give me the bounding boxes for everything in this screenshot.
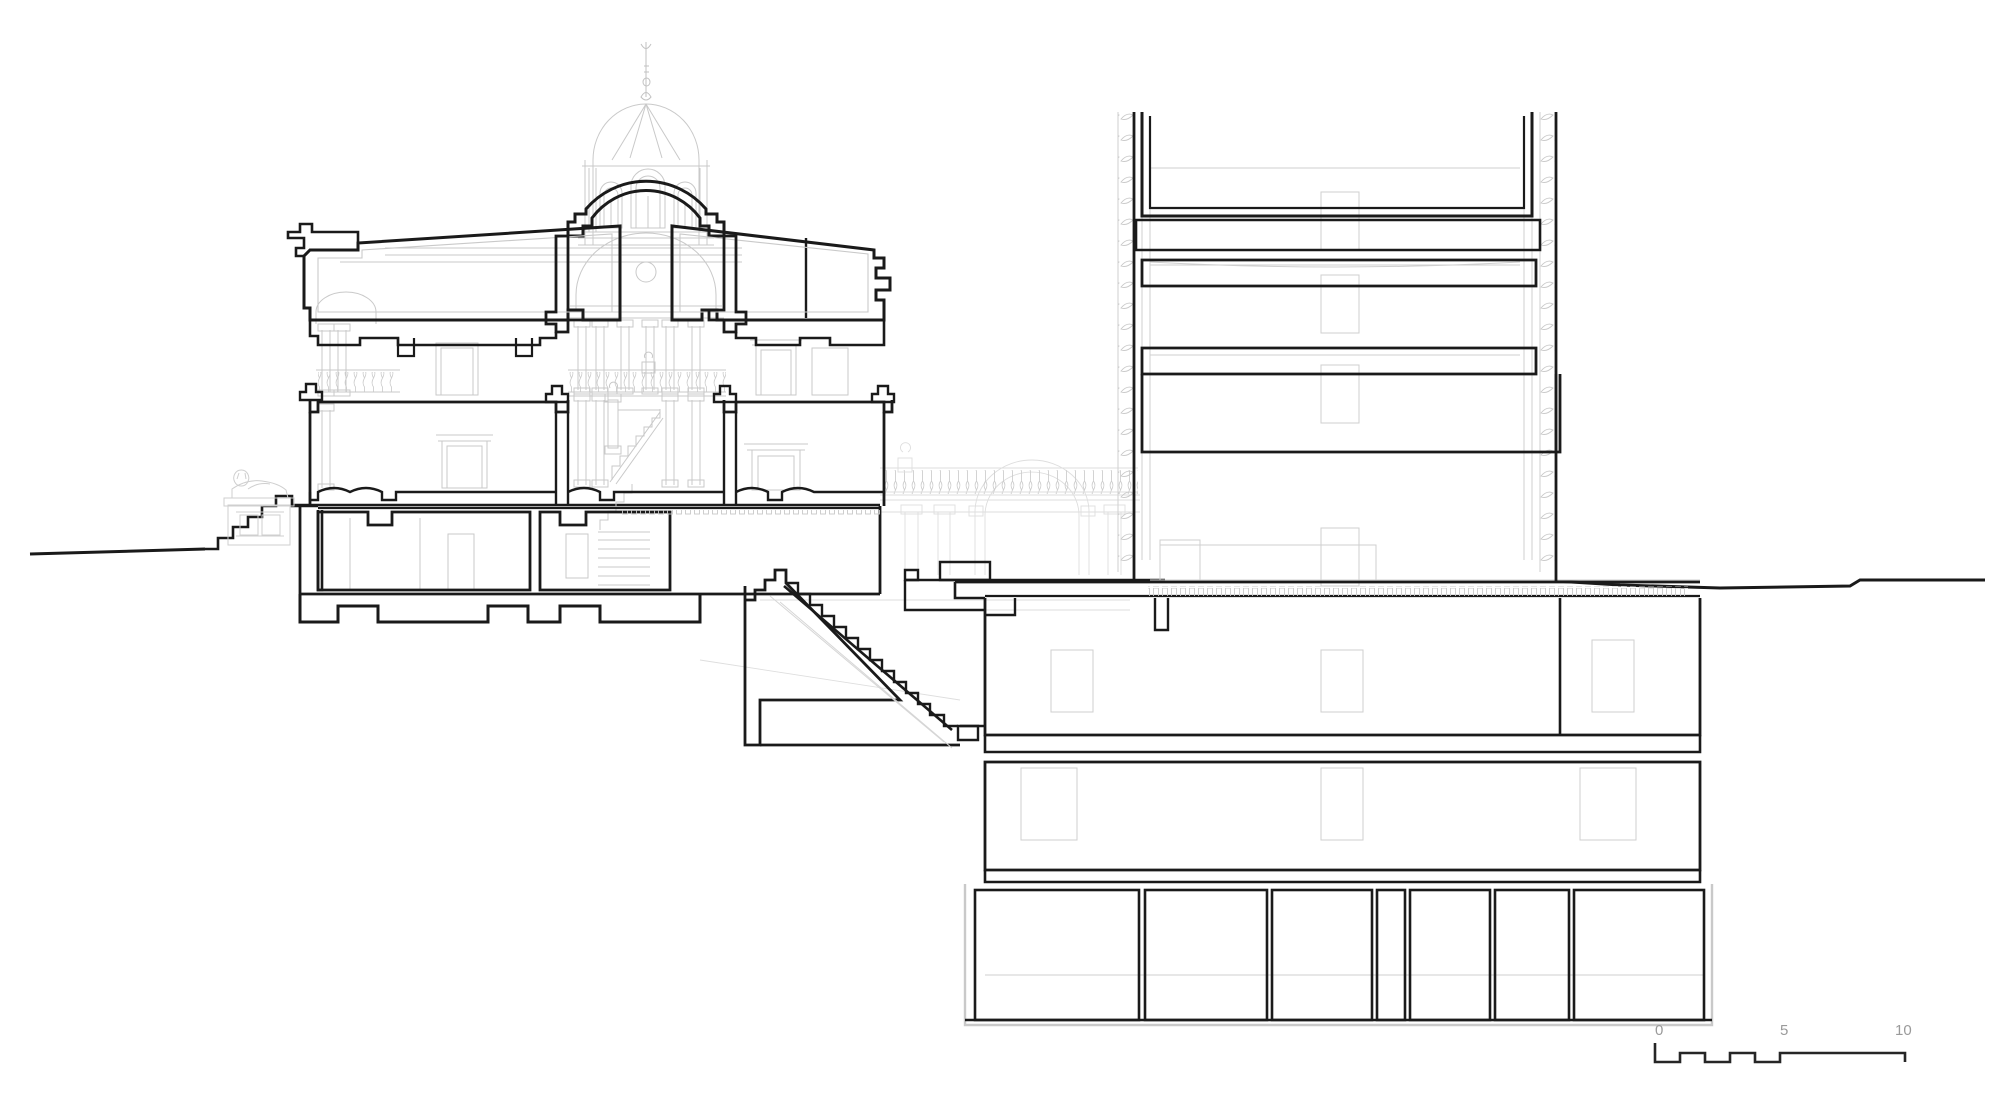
historic-elevation-beyond xyxy=(315,42,849,591)
center-pier-ground xyxy=(554,412,570,506)
basement-room-right xyxy=(538,510,672,592)
sphinx-sculpture xyxy=(223,469,295,546)
roof-parapet xyxy=(1140,112,1534,218)
basement-1-slab xyxy=(983,735,1702,754)
ghosted-arcade xyxy=(880,442,1140,575)
left-roof-cut xyxy=(302,224,622,322)
dentil-joist-course xyxy=(1148,586,1688,596)
court-edge-step xyxy=(953,582,985,600)
center-pier-ground-right xyxy=(722,412,738,506)
ghost-door-b2-c xyxy=(1579,767,1637,841)
connecting-stair-group xyxy=(743,560,1165,749)
entry-steps xyxy=(205,494,318,551)
piano-nobile-floor-right xyxy=(722,400,894,414)
roof-slab xyxy=(1134,218,1542,252)
connecting-stair-treads xyxy=(786,581,958,728)
corbel-left-outer xyxy=(298,382,324,402)
basement-2-slab xyxy=(983,870,1702,884)
corbel-right-outer xyxy=(870,384,896,404)
level-1-ceiling-return xyxy=(1140,374,1562,454)
basement-1-column xyxy=(1153,598,1170,632)
ghost-door-b1-a xyxy=(1050,649,1094,713)
modern-cut-poche xyxy=(903,112,1714,1027)
louvered-facade-right xyxy=(1540,112,1556,572)
ceiling-beam-1 xyxy=(396,338,416,358)
scale-bar-graphic xyxy=(1653,1043,1907,1064)
ground-ceiling-right xyxy=(735,486,884,502)
corbel-center-left xyxy=(544,384,570,404)
ghost-door-l3 xyxy=(1320,274,1360,334)
ghost-door-b2-a xyxy=(1020,767,1078,841)
right-roof-cut xyxy=(670,224,892,322)
lowest-level-outline xyxy=(963,884,1714,1027)
right-wing-ground-floor xyxy=(744,443,808,491)
basement-1-recess xyxy=(985,598,1017,617)
scale-tick-5: 5 xyxy=(1780,1022,1788,1039)
stair-ghost-lines xyxy=(769,595,953,749)
ghost-door-l2 xyxy=(1320,364,1360,424)
corbel-center-right xyxy=(712,384,738,404)
left-roof-underside xyxy=(317,233,613,313)
ceiling-beam-2 xyxy=(514,338,534,358)
court-upper-edge xyxy=(903,580,985,612)
ghosted-background-group xyxy=(699,442,1140,701)
basement-1-box xyxy=(983,598,1702,737)
dentil-course-terrace xyxy=(620,510,880,516)
left-wing-piano-nobile xyxy=(315,291,479,397)
graphic-scale-bar: 0 5 10 xyxy=(1653,1022,1912,1064)
ghost-door-b1-c xyxy=(1591,639,1635,713)
slab-level-2 xyxy=(1140,346,1538,376)
roof-underside-lines xyxy=(340,247,742,263)
ground-line-left xyxy=(29,547,206,556)
ground-floor-colonnade xyxy=(573,393,705,488)
piano-nobile-ceiling-left xyxy=(308,320,558,347)
ground-ceiling-center xyxy=(567,486,724,502)
slab-level-3 xyxy=(1140,258,1538,288)
ghost-door-b1-b xyxy=(1320,649,1364,713)
stair-soffit xyxy=(783,585,953,731)
right-roof-underside xyxy=(679,233,869,313)
louvered-facade-left xyxy=(1118,112,1134,572)
stepped-footings xyxy=(298,594,702,624)
ground-terrain-group xyxy=(29,494,1985,590)
ground-ceiling-left xyxy=(308,486,556,502)
left-cornice-profile xyxy=(286,222,360,258)
scale-tick-0: 0 xyxy=(1655,1022,1663,1039)
ground-line-right xyxy=(1554,578,1985,590)
piano-nobile-ceiling-right xyxy=(734,320,886,347)
court-retaining-wall xyxy=(743,568,904,747)
roof-parapet-inner xyxy=(1148,116,1526,210)
historic-cut-poche xyxy=(286,179,896,624)
piano-nobile-colonnade xyxy=(568,319,726,397)
dome-shell-cut xyxy=(566,179,726,238)
scale-tick-10: 10 xyxy=(1895,1022,1912,1039)
basement-room-left xyxy=(316,510,532,592)
cupola-finial xyxy=(640,42,652,101)
court-kerb xyxy=(903,568,920,582)
left-wing-ground-floor xyxy=(317,403,493,491)
ghost-door-b2-b xyxy=(1320,767,1364,841)
